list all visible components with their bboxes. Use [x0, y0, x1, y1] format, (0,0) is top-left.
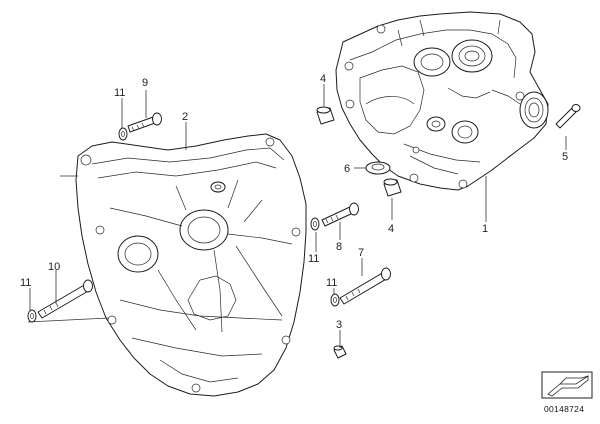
leader-lines [27, 84, 567, 348]
bolt-8 [321, 202, 359, 227]
callout-6: 6 [344, 163, 350, 175]
dowel-sleeve-upper [316, 106, 335, 125]
bolt-5 [555, 104, 581, 129]
bolt-7 [339, 267, 391, 305]
bolt-10 [37, 279, 93, 319]
callout-7: 7 [358, 247, 364, 259]
callout-11-top: 11 [114, 87, 125, 99]
callout-5: 5 [562, 151, 568, 163]
callout-4-upper: 4 [320, 73, 326, 85]
diagram-id-box: 00148724 [541, 371, 593, 414]
dowel-sleeve-lower [383, 178, 402, 197]
callout-2: 2 [182, 111, 188, 123]
gearbox-housing-rear [335, 11, 549, 191]
locating-pin [333, 345, 347, 359]
callout-11-right: 11 [326, 277, 337, 289]
callout-4-lower: 4 [388, 223, 394, 235]
callout-11-middle: 11 [308, 253, 319, 265]
washer-11a [118, 127, 128, 141]
callout-3: 3 [336, 319, 342, 331]
sealing-ring [365, 161, 391, 175]
callout-9: 9 [142, 77, 148, 89]
callout-8: 8 [336, 241, 342, 253]
gearbox-housing-front [75, 133, 307, 397]
callout-1: 1 [482, 223, 488, 235]
callout-11-left: 11 [20, 277, 31, 289]
washer-11b [310, 217, 320, 231]
washer-11c [330, 293, 340, 307]
diagram-id: 00148724 [544, 404, 584, 414]
callout-10: 10 [48, 261, 60, 273]
washer-11d [27, 309, 37, 323]
bolt-9 [127, 112, 162, 133]
